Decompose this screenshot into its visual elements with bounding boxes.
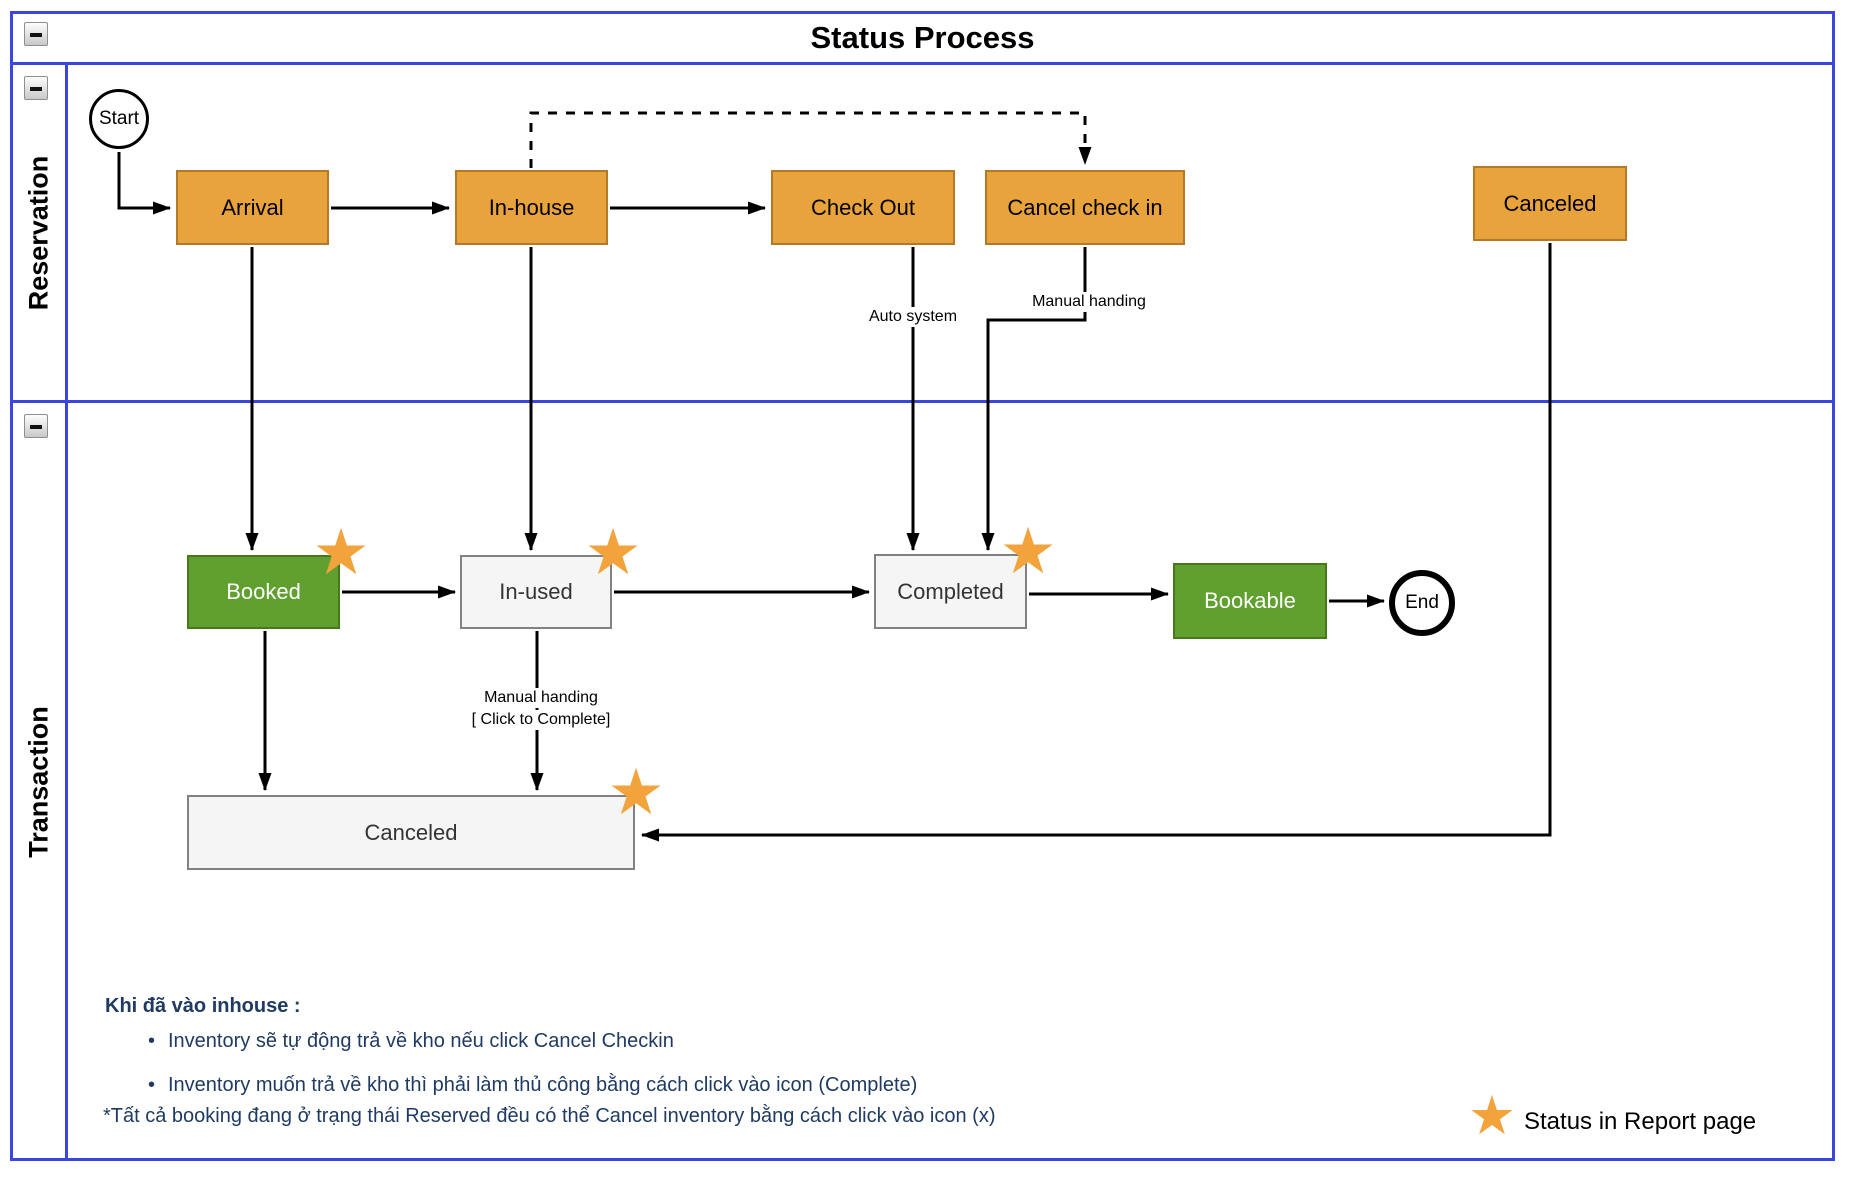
edge-start-to-arrival [117,152,171,215]
reservation-lane-collapse-button[interactable] [24,76,48,100]
notes-bullet-1: Inventory sẽ tự động trả về kho nếu clic… [148,1030,674,1053]
node-end[interactable]: End [1389,570,1455,636]
edge-label-manual-handing: Manual handing [1029,292,1149,312]
edge-label-manual-handing-complete-line1: Manual handing [481,688,601,708]
legend-label: Status in Report page [1524,1108,1757,1135]
star-icon: ★ [999,515,1057,588]
notes-heading: Khi đã vào inhouse : [105,995,301,1017]
edge-label-auto-system: Auto system [865,307,961,327]
edge-canceledres-to-canceledtx [641,243,1552,842]
node-booked[interactable]: Booked [187,555,340,629]
title-divider [10,62,1835,65]
node-check-out[interactable]: Check Out [771,170,955,245]
lane-label-divider [65,65,68,1161]
minus-icon [30,33,42,37]
node-start[interactable]: Start [89,89,149,149]
node-in-house[interactable]: In-house [455,170,608,245]
legend-star-icon: ★ [1467,1085,1517,1146]
node-bookable[interactable]: Bookable [1173,563,1327,639]
transaction-lane-collapse-button[interactable] [24,414,48,438]
pool-border [10,11,1835,1161]
minus-icon [30,425,42,429]
edge-cancelcheckin-to-completed [981,247,1087,551]
star-icon: ★ [607,756,665,829]
notes-footnote: *Tất cả booking đang ở trạng thái Reserv… [103,1105,996,1127]
lane-divider [10,400,1835,403]
node-in-used[interactable]: In-used [460,555,612,629]
star-icon: ★ [584,516,642,589]
node-cancel-check-in[interactable]: Cancel check in [985,170,1185,245]
edge-label-manual-handing-complete-line2: [ Click to Complete] [468,710,614,730]
pool-collapse-button[interactable] [24,22,48,46]
notes-bullet-2: Inventory muốn trả về kho thì phải làm t… [148,1074,917,1097]
node-arrival[interactable]: Arrival [176,170,329,245]
edge-inhouse-to-cancelcheckin-dashed [529,111,1092,168]
node-canceled-transaction[interactable]: Canceled [187,795,635,870]
node-canceled-reservation[interactable]: Canceled [1473,166,1627,241]
star-icon: ★ [312,516,370,589]
pool-title: Status Process [810,20,1035,55]
node-completed[interactable]: Completed [874,554,1027,629]
minus-icon [30,87,42,91]
